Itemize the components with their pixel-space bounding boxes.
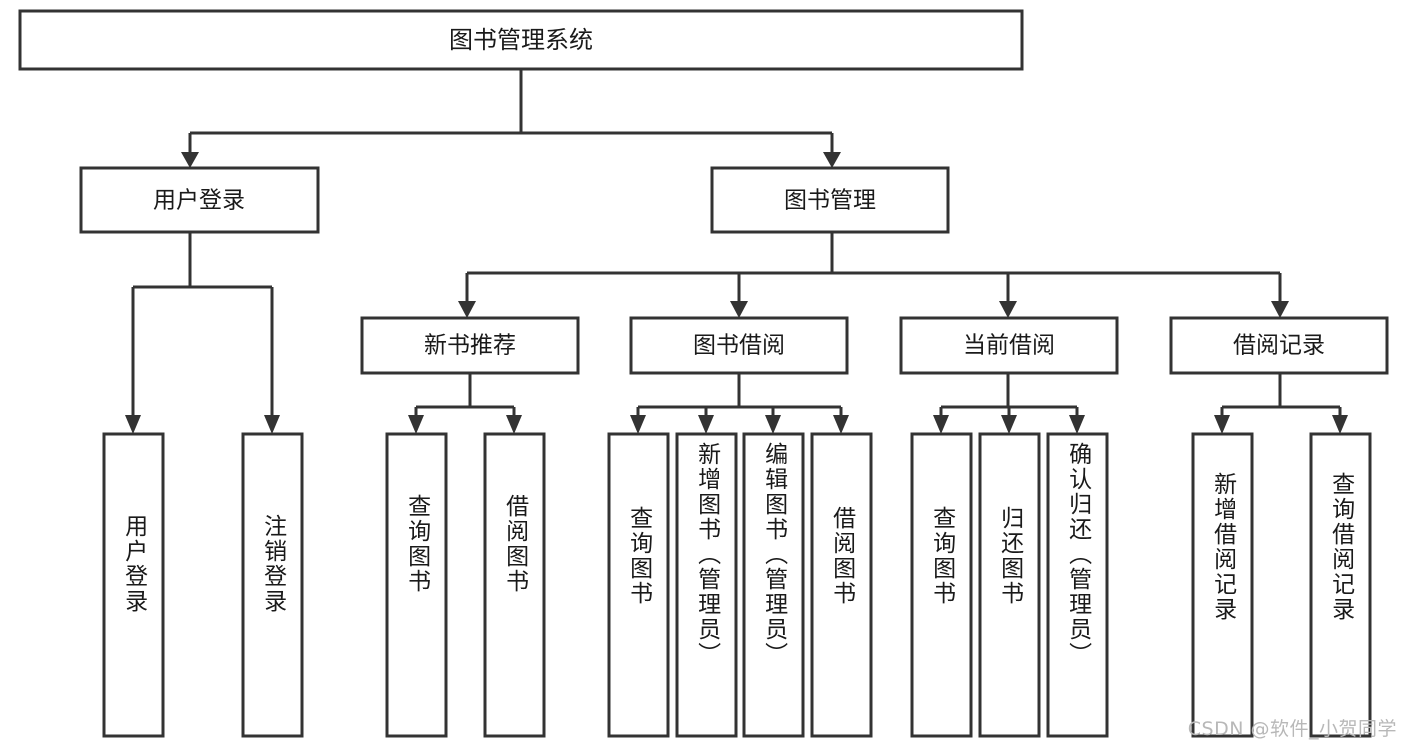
- arrowhead-user-login: [181, 152, 199, 168]
- csdn-watermark: CSDN @软件_小贺同学: [1187, 718, 1397, 740]
- connector-layer: [125, 69, 1348, 434]
- arrowhead-leaf-logout-login: [264, 415, 280, 434]
- node-user-login-label: 用户登录: [153, 188, 245, 214]
- node-leaf-return-book[interactable]: [978, 432, 1041, 738]
- arrowhead-leaf-add-record: [1214, 415, 1230, 434]
- node-leaf-borrow-book-1[interactable]: [483, 432, 546, 738]
- node-new-book-recommend-label: 新书推荐: [424, 333, 516, 359]
- node-book-manage[interactable]: [710, 166, 950, 234]
- node-leaf-query-book-3[interactable]: [910, 432, 973, 738]
- arrowhead-leaf-return-book: [1001, 415, 1017, 434]
- node-leaf-query-book-1[interactable]: [385, 432, 448, 738]
- arrowhead-leaf-edit-book: [765, 415, 781, 434]
- node-leaf-user-login[interactable]: [102, 432, 165, 738]
- arrowhead-leaf-add-book: [698, 415, 714, 434]
- node-book-borrow[interactable]: [629, 316, 849, 375]
- arrowhead-current-borrow: [999, 301, 1017, 318]
- arrowhead-book-manage: [823, 152, 841, 168]
- node-leaf-borrow-book-2[interactable]: [810, 432, 873, 738]
- arrowhead-leaf-query-book-3: [933, 415, 949, 434]
- node-book-manage-label: 图书管理: [784, 188, 876, 214]
- node-leaf-query-book-2[interactable]: [607, 432, 670, 738]
- arrowhead-leaf-confirm-return: [1069, 415, 1085, 434]
- node-current-borrow[interactable]: [899, 316, 1119, 375]
- node-current-borrow-label: 当前借阅: [963, 333, 1055, 359]
- node-leaf-edit-book[interactable]: [742, 432, 805, 738]
- arrowhead-leaf-user-login: [125, 415, 141, 434]
- arrowhead-new-book-recommend: [458, 301, 476, 318]
- node-root-label: 图书管理系统: [449, 26, 593, 54]
- node-book-borrow-label: 图书借阅: [693, 333, 785, 359]
- node-new-book-recommend[interactable]: [360, 316, 580, 375]
- arrowhead-leaf-borrow-book-1: [506, 415, 522, 434]
- arrowhead-leaf-borrow-book-2: [833, 415, 849, 434]
- node-leaf-query-record[interactable]: [1309, 432, 1372, 738]
- node-leaf-add-record[interactable]: [1191, 432, 1254, 738]
- arrowhead-book-borrow: [730, 301, 748, 318]
- node-layer: 图书管理系统 用户登录 图书管理 新书推荐 图书借阅 当前借阅 借阅记录: [18, 9, 1389, 738]
- node-root[interactable]: [18, 9, 1024, 71]
- arrowhead-leaf-query-book-2: [630, 415, 646, 434]
- arrowhead-borrow-record: [1271, 301, 1289, 318]
- node-leaf-add-book[interactable]: [675, 432, 738, 738]
- node-borrow-record-label: 借阅记录: [1233, 333, 1325, 359]
- arrowhead-leaf-query-record: [1332, 415, 1348, 434]
- node-borrow-record[interactable]: [1169, 316, 1389, 375]
- node-leaf-confirm-return[interactable]: [1046, 432, 1109, 738]
- node-leaf-logout-login[interactable]: [241, 432, 304, 738]
- node-user-login[interactable]: [79, 166, 320, 234]
- arrowhead-leaf-query-book-1: [408, 415, 424, 434]
